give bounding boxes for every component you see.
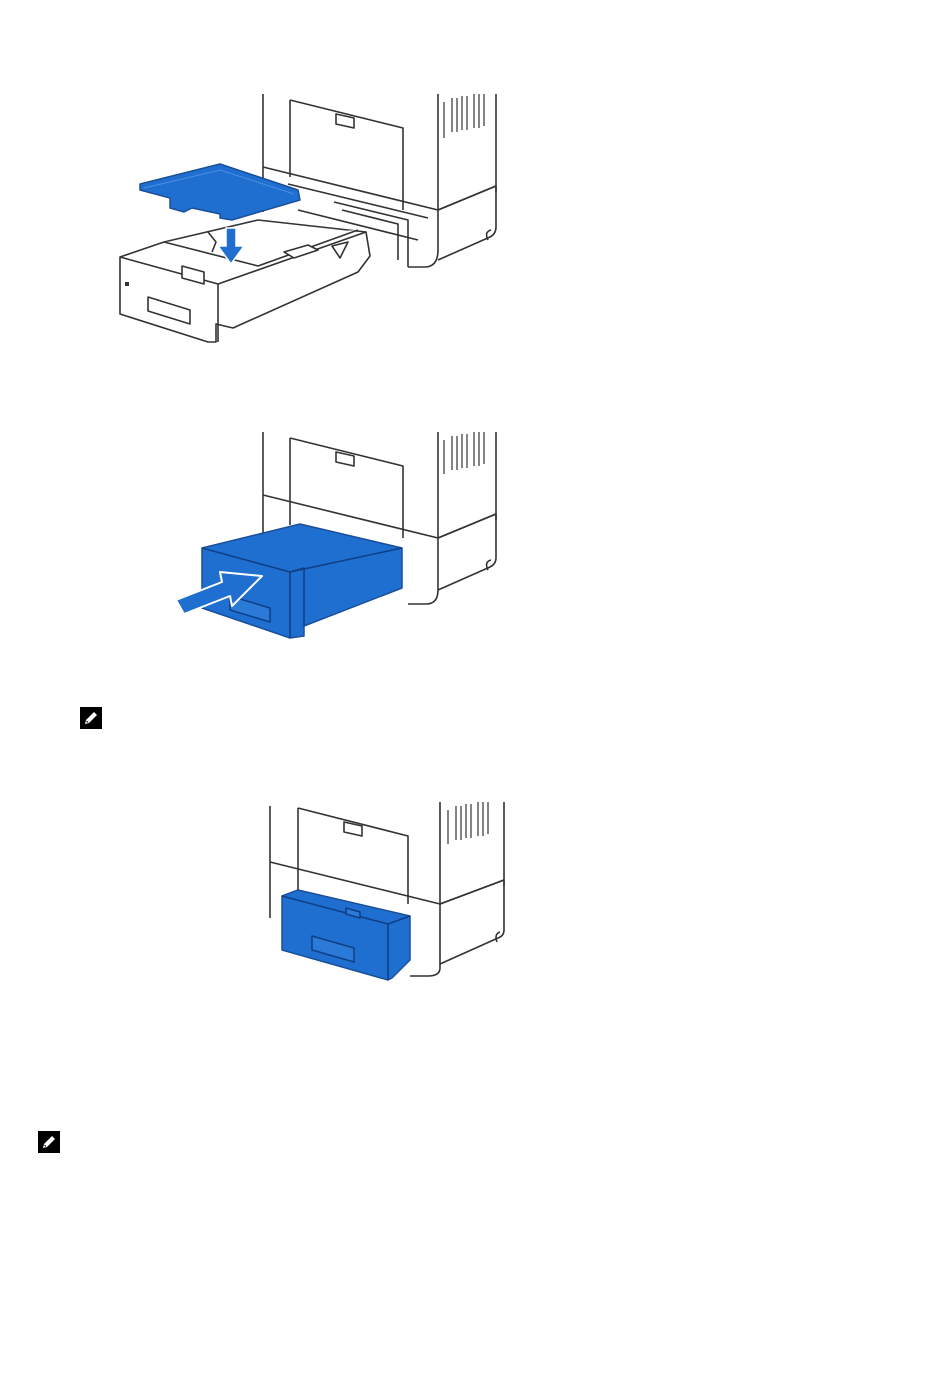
printer-with-tray-cover-illustration bbox=[108, 92, 508, 352]
note-pencil-icon bbox=[80, 707, 102, 729]
printer-insert-tray-illustration bbox=[170, 430, 510, 645]
figure-insert-tray bbox=[170, 430, 510, 645]
figure-place-tray-cover bbox=[108, 92, 508, 352]
printer-tray-installed-illustration bbox=[268, 800, 513, 980]
note-pencil-icon bbox=[38, 1131, 60, 1153]
figure-tray-installed bbox=[268, 800, 513, 980]
